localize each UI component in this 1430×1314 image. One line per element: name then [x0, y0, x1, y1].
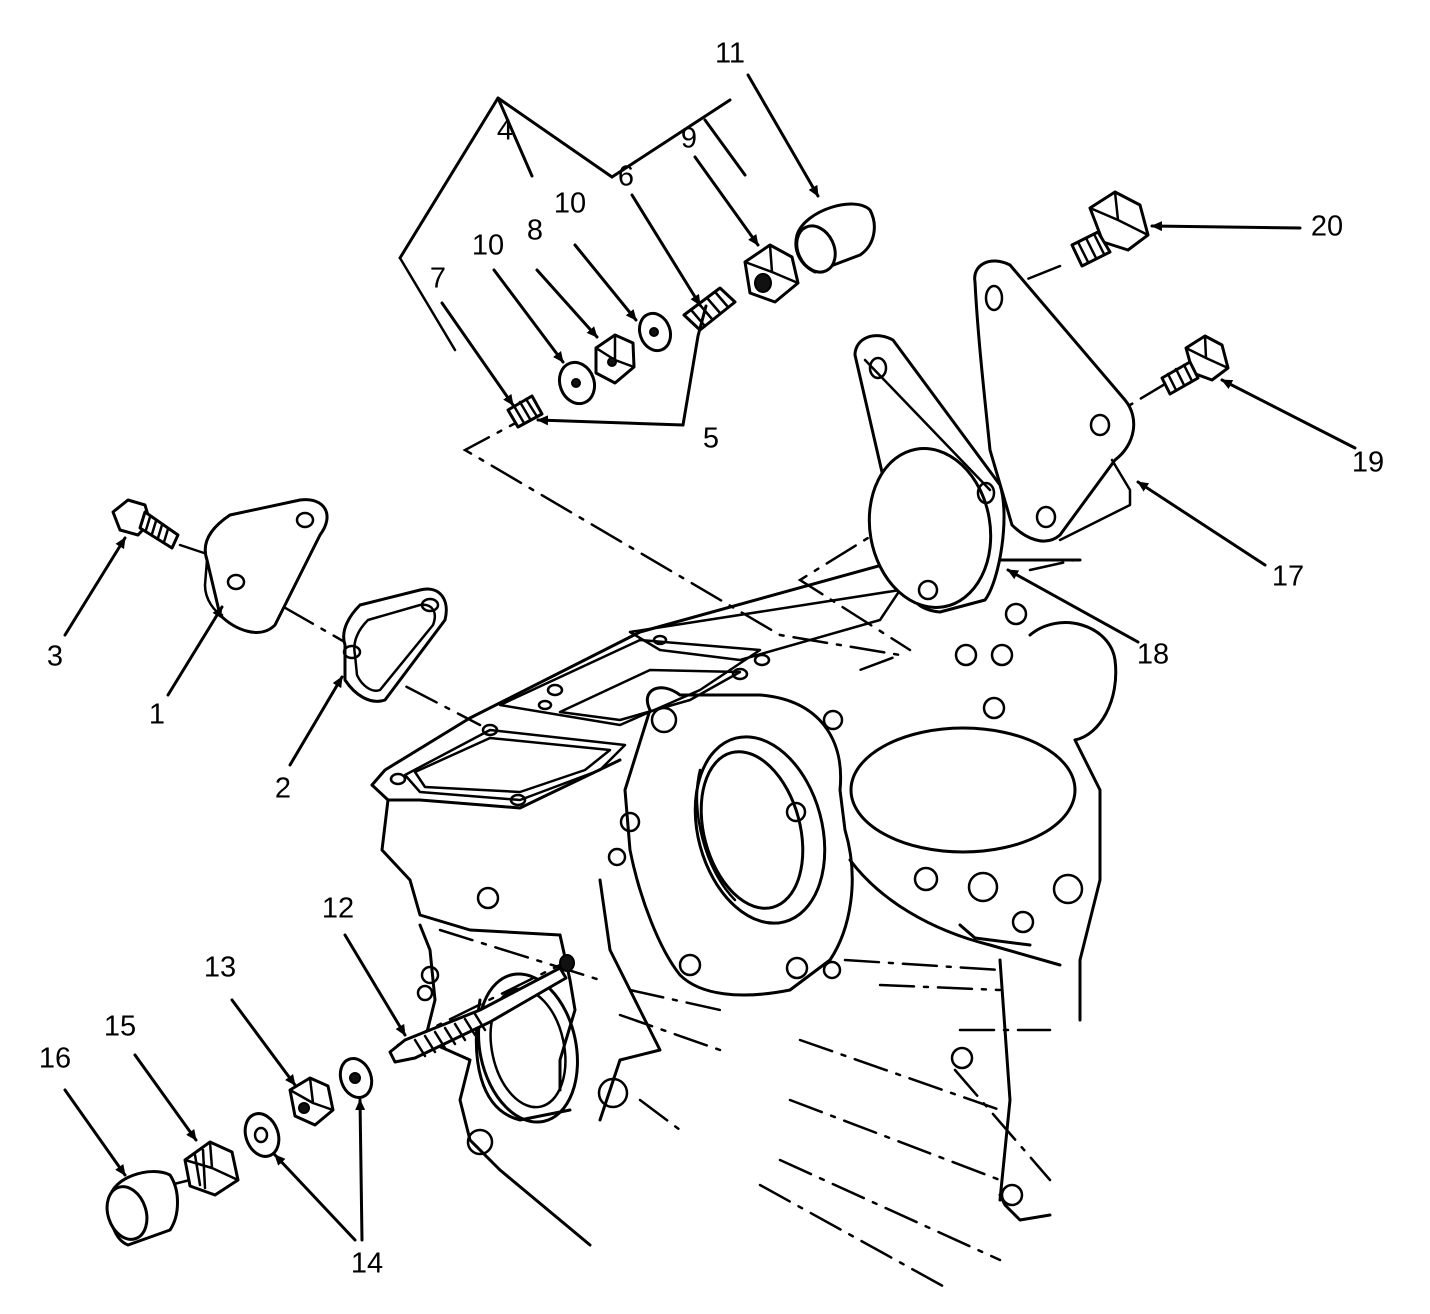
callout-13: 13 [204, 952, 236, 984]
callout-12: 12 [322, 893, 354, 925]
callout-11: 11 [715, 38, 745, 70]
callout-5: 5 [703, 423, 719, 455]
gasket-left [342, 587, 448, 703]
callout-19: 19 [1352, 447, 1384, 479]
callout-10-right: 10 [554, 188, 586, 220]
callout-7: 7 [430, 263, 446, 295]
engine-block [370, 558, 1118, 1292]
callout-6: 6 [618, 161, 634, 193]
callout-16: 16 [39, 1043, 71, 1075]
callout-15: 15 [104, 1011, 136, 1043]
callout-18: 18 [1137, 639, 1169, 671]
bolt-right-upper [1070, 190, 1150, 268]
callout-labels: 1 2 3 4 5 6 7 8 9 10 10 11 12 13 14 15 1… [39, 38, 1384, 1280]
callout-4: 4 [497, 115, 513, 147]
callout-3: 3 [47, 641, 63, 673]
callout-14: 14 [351, 1248, 383, 1280]
cover-plate-right [973, 259, 1136, 543]
callout-10-left: 10 [472, 230, 504, 262]
bolt-left [111, 498, 180, 550]
setscrew-assembly [398, 96, 876, 429]
callout-17: 17 [1272, 561, 1304, 593]
callout-1: 1 [149, 699, 165, 731]
callout-20: 20 [1311, 211, 1343, 243]
cover-plate-left [203, 498, 329, 634]
lower-setscrew-assembly [105, 954, 575, 1247]
bolt-right-lower [1160, 334, 1230, 396]
callout-9: 9 [681, 123, 697, 155]
gasket-right [853, 334, 1006, 614]
callout-8: 8 [527, 215, 543, 247]
leader-lines [63, 73, 1357, 1242]
callout-2: 2 [275, 773, 291, 805]
